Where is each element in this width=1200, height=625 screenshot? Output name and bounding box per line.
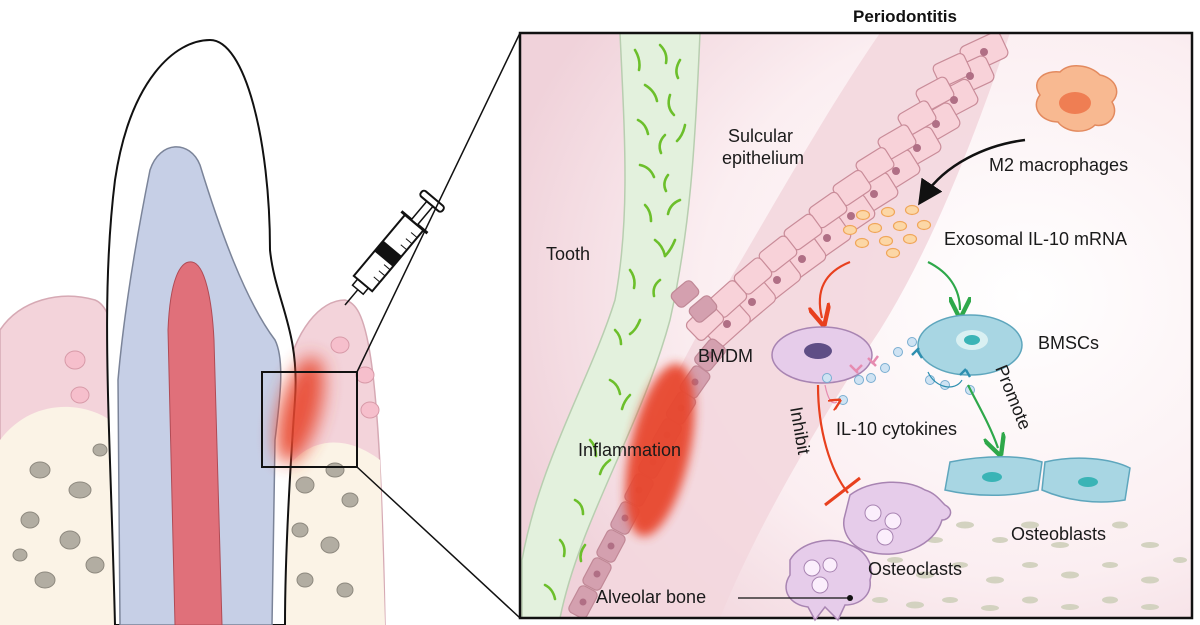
exosomal-il10-label: Exosomal IL-10 mRNA bbox=[944, 229, 1127, 249]
zoom-line-bottom bbox=[356, 466, 521, 619]
m2-macrophages-label: M2 macrophages bbox=[989, 155, 1128, 175]
tooth-label: Tooth bbox=[546, 244, 590, 264]
bmdm-cell-icon bbox=[771, 326, 890, 405]
bone-pores bbox=[12, 443, 359, 598]
epithelium-label: epithelium bbox=[722, 148, 804, 168]
inflammation-blob bbox=[625, 363, 695, 537]
alveolar-pointer-dot bbox=[847, 595, 853, 601]
diagram-title: Periodontitis bbox=[853, 7, 957, 26]
il10-cytokines-label: IL-10 cytokines bbox=[836, 419, 957, 439]
exosome-to-bmsc-arrow bbox=[927, 261, 960, 310]
osteoblast-cells-icon bbox=[944, 456, 1131, 503]
tooth-overview bbox=[0, 32, 521, 625]
zoom-panel-border bbox=[518, 31, 1194, 620]
syringe-icon bbox=[344, 189, 445, 306]
osteoblasts-label: Osteoblasts bbox=[1011, 524, 1106, 544]
inflammation-label: Inflammation bbox=[578, 440, 681, 460]
left-bone bbox=[0, 406, 120, 625]
inhibit-bar bbox=[824, 476, 861, 507]
left-inflammation bbox=[276, 356, 324, 464]
m2-macrophage-icon bbox=[1035, 65, 1118, 132]
exosome-cluster bbox=[842, 204, 932, 259]
alveolar-bone-label: Alveolar bone bbox=[596, 587, 706, 607]
m2-to-exosome-arrow bbox=[918, 138, 1026, 206]
zoom-box bbox=[261, 371, 358, 468]
zoom-line-top bbox=[356, 32, 521, 373]
bmdm-label: BMDM bbox=[698, 346, 753, 366]
sulcular-label: Sulcular bbox=[728, 126, 793, 146]
promote-arrow bbox=[967, 384, 998, 448]
bacteria bbox=[543, 43, 687, 601]
bmsc-cell-icon bbox=[893, 314, 1023, 395]
inhibit-line bbox=[816, 384, 849, 494]
bmscs-label: BMSCs bbox=[1038, 333, 1099, 353]
exosome-to-bmdm-arrow bbox=[820, 260, 851, 318]
gum-spots bbox=[64, 336, 380, 419]
osteoclast-cells-icon bbox=[785, 481, 952, 622]
osteoclasts-label: Osteoclasts bbox=[868, 559, 962, 579]
tooth-pulp bbox=[167, 261, 223, 625]
